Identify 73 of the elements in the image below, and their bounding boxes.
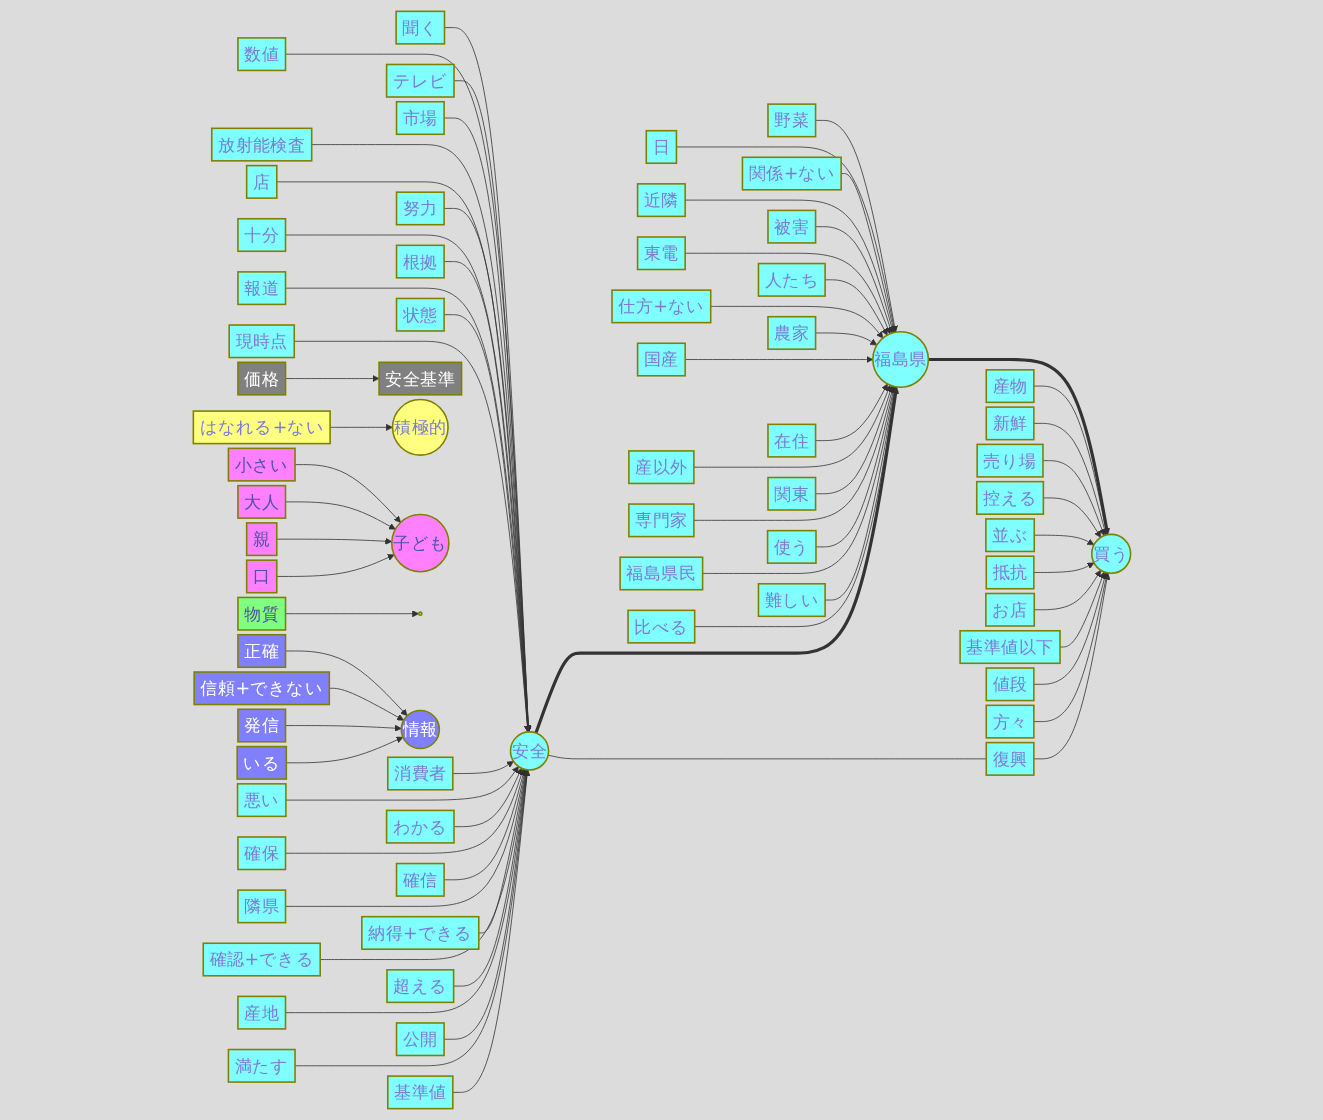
node-box: わかる xyxy=(385,809,455,844)
node-box: 放射能検査 xyxy=(210,127,312,162)
node-box: 比べる xyxy=(626,609,695,644)
node-box: 十分 xyxy=(236,217,286,253)
node-box: 売り場 xyxy=(975,443,1044,478)
node-box: 近隣 xyxy=(636,183,686,218)
node-box: テレビ xyxy=(385,63,455,98)
node-circle: 買う xyxy=(1090,533,1131,575)
node-box: 東電 xyxy=(636,236,686,271)
node-box: 報道 xyxy=(236,271,286,306)
node-box: 店 xyxy=(245,164,278,199)
node-box: 公開 xyxy=(395,1022,445,1057)
node-box: 在住 xyxy=(766,423,816,458)
node-box: 信頼+できない xyxy=(192,671,330,706)
node-box: 方々 xyxy=(985,704,1035,739)
node-box: 数値 xyxy=(236,37,286,72)
node-box: 値段 xyxy=(985,667,1035,702)
node-box: 日 xyxy=(645,129,677,165)
node-box: 仕方+ない xyxy=(610,289,712,324)
node-box: 国産 xyxy=(636,342,686,377)
node-box: 確信 xyxy=(395,862,445,897)
node-box: 人たち xyxy=(757,262,826,297)
node-box: 正確 xyxy=(236,633,286,669)
node-box: 聞く xyxy=(394,10,445,45)
node-box: 努力 xyxy=(395,191,445,226)
node-box: 根拠 xyxy=(395,244,445,279)
node-box: 被害 xyxy=(766,209,816,244)
node-box: 関係+ない xyxy=(741,156,842,191)
node-box: 産以外 xyxy=(627,450,695,485)
node-circle: 積極的 xyxy=(391,398,449,456)
node-box: 産地 xyxy=(236,995,286,1030)
node-circle: 子ども xyxy=(390,513,450,573)
node-box: 消費者 xyxy=(386,756,454,791)
node-box: 産物 xyxy=(985,369,1035,404)
node-box: 専門家 xyxy=(627,503,695,538)
node-box: 抵抗 xyxy=(985,555,1035,590)
node-box: 福島県民 xyxy=(618,556,703,591)
node-box: 納得+できる xyxy=(360,915,480,950)
node-box: 復興 xyxy=(985,741,1035,776)
node-box: 市場 xyxy=(395,101,445,136)
node-box: 大人 xyxy=(236,484,286,519)
node-circle xyxy=(417,611,423,617)
node-box: 確認+できる xyxy=(202,942,321,977)
node-circle: 情報 xyxy=(400,709,440,750)
node-box: お店 xyxy=(984,592,1035,627)
node-box: 野菜 xyxy=(766,103,816,138)
node-box: はなれる+ない xyxy=(192,410,331,445)
node-box: 確保 xyxy=(236,836,286,871)
node-box: 使う xyxy=(766,529,817,564)
node-box: 満たす xyxy=(227,1048,296,1083)
node-box: 基準値以下 xyxy=(958,630,1061,665)
node-box: 農家 xyxy=(766,315,816,351)
node-box: 関東 xyxy=(766,476,816,511)
node-box: 小さい xyxy=(227,447,296,482)
node-circle: 安全 xyxy=(509,731,549,771)
node-box: 安全基準 xyxy=(377,361,462,396)
node-box: 超える xyxy=(385,969,454,1004)
node-circle: 福島県 xyxy=(871,331,929,389)
node-box: 基準値 xyxy=(386,1075,454,1110)
node-box: 状態 xyxy=(395,297,445,332)
node-box: 新鮮 xyxy=(985,406,1035,441)
node-box: いる xyxy=(235,745,287,780)
node-box: 隣県 xyxy=(236,889,286,924)
node-box: 現時点 xyxy=(227,324,295,359)
node-box: 悪い xyxy=(236,783,287,818)
node-box: 発信 xyxy=(236,708,286,743)
node-box: 物質 xyxy=(236,596,286,631)
node-box: 口 xyxy=(245,559,278,594)
node-box: 難しい xyxy=(757,583,826,618)
node-box: 価格 xyxy=(236,361,286,396)
node-box: 並ぶ xyxy=(984,518,1035,553)
node-box: 控える xyxy=(975,480,1044,515)
node-box: 親 xyxy=(245,522,278,557)
